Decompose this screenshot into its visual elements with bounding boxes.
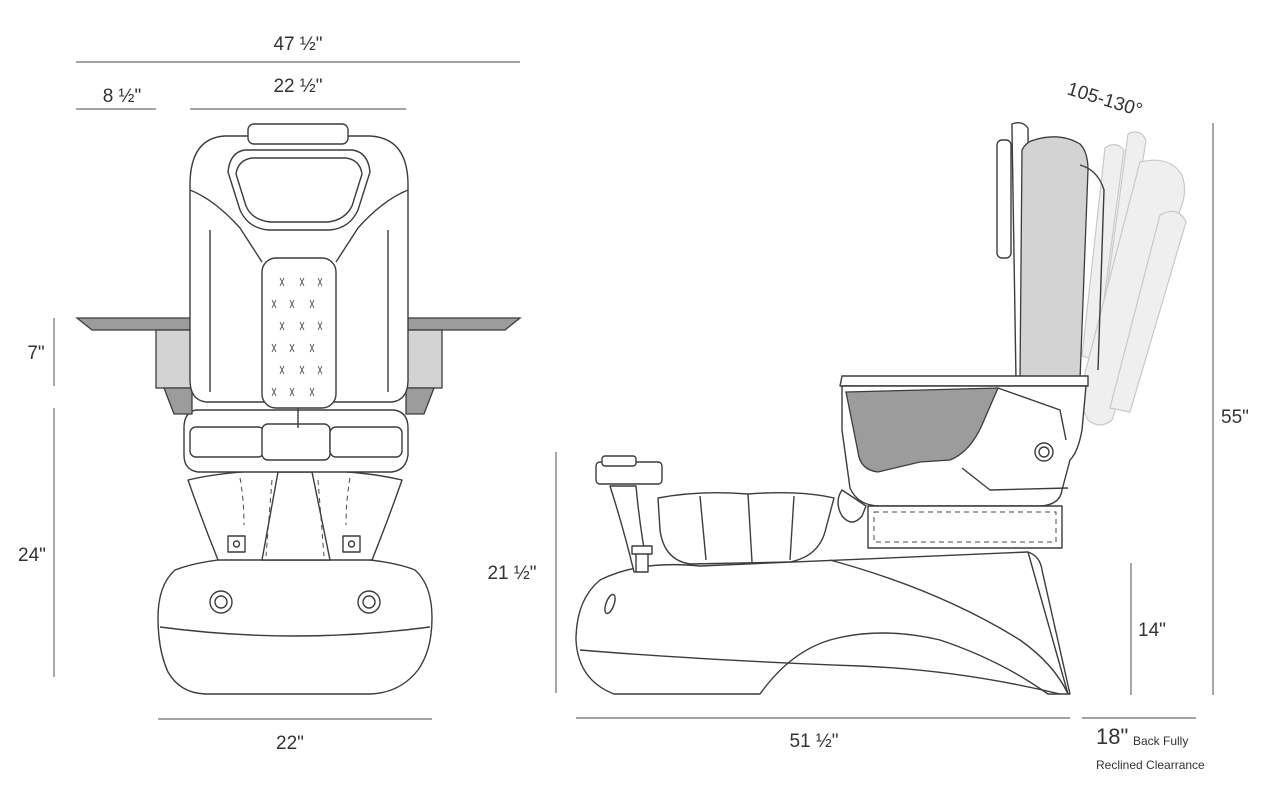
dimension-recline-clearance: 18" Back Fully Reclined Clearrance [1082, 717, 1205, 772]
front-headrest-top [247, 123, 349, 145]
front-base [157, 555, 433, 695]
front-headrest [227, 149, 371, 231]
side-backrest-cushion [1019, 136, 1089, 381]
dimension-overall-width: 47 ½" [76, 34, 520, 63]
front-quilted-panel [261, 257, 337, 409]
armrest-height-label: 7" [27, 343, 44, 364]
dimension-footrest-height: 14" [1130, 563, 1166, 695]
dimension-total-height: 55" [1212, 123, 1249, 695]
side-armrest-top [839, 375, 1089, 387]
side-recline-knob [1034, 442, 1054, 462]
side-view: 105-130° 55" 21 ½" 14" 51 ½" 18" Back Fu… [487, 79, 1248, 772]
armrest-tray-label: 8 ½" [103, 86, 141, 107]
side-basin [657, 491, 835, 565]
dimension-armrest-height: 7" [27, 318, 55, 386]
dimension-total-length: 51 ½" [576, 717, 1070, 752]
chair-front-drawing [75, 123, 522, 695]
clearance-value-label: 18" [1096, 724, 1128, 749]
dimension-armrest-tray: 8 ½" [76, 86, 156, 110]
clearance-label-line2: Reclined Clearrance [1096, 758, 1205, 772]
dimension-basin-height: 21 ½" [487, 452, 557, 693]
side-seat-base [867, 505, 1063, 549]
dimension-backrest-width: 22 ½" [190, 76, 406, 110]
total-height-label: 55" [1221, 407, 1249, 428]
overall-width-label: 47 ½" [273, 34, 322, 55]
footrest-height-label: 14" [1138, 620, 1166, 641]
dimension-seat-height: 24" [18, 408, 55, 677]
front-view: 47 ½" 8 ½" 22 ½" 7" 24" 22" [18, 34, 522, 754]
chair-side-drawing [575, 121, 1187, 695]
basin-height-label: 21 ½" [487, 563, 536, 584]
clearance-label-line1: Back Fully [1133, 734, 1188, 748]
front-tray-right [401, 317, 522, 331]
seat-height-label: 24" [18, 545, 46, 566]
side-arm-panel [845, 387, 1000, 473]
side-base-shell [575, 551, 1071, 695]
backrest-width-label: 22 ½" [273, 76, 322, 97]
front-arm-right [405, 329, 443, 389]
front-jet-right [357, 590, 381, 614]
front-jet-left [209, 590, 233, 614]
recline-angle-label: 105-130° [1065, 79, 1145, 122]
base-width-label: 22" [276, 733, 304, 754]
total-length-label: 51 ½" [789, 731, 838, 752]
reclined-backrest-ghost [1077, 131, 1187, 426]
front-tray-left [75, 317, 193, 331]
front-arm-left [155, 329, 193, 389]
dimension-base-width: 22" [158, 718, 432, 754]
